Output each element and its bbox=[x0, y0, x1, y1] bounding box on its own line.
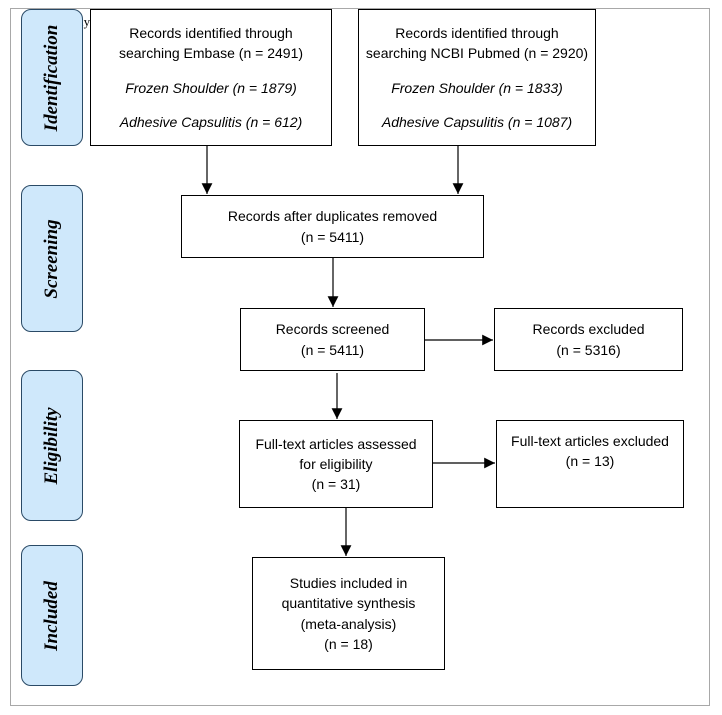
excluded-count: (n = 5316) bbox=[556, 341, 621, 358]
fulltext-line1: Full-text articles assessed bbox=[255, 435, 417, 452]
fulltext-excluded-line1: Full-text articles excluded bbox=[511, 433, 669, 449]
fulltext-excluded-count: (n = 13) bbox=[565, 453, 615, 470]
embase-adhesive-capsulitis: Adhesive Capsulitis (n = 612) bbox=[119, 113, 303, 130]
box-duplicates-removed: Records after duplicates removed (n = 54… bbox=[181, 195, 484, 258]
duplicates-count: (n = 5411) bbox=[300, 228, 365, 245]
box-embase-records: Records identified through searching Emb… bbox=[90, 9, 332, 146]
box-fulltext-excluded: Full-text articles excluded (n = 13) bbox=[496, 420, 684, 508]
screened-line1: Records screened bbox=[275, 321, 390, 338]
pubmed-frozen-shoulder: Frozen Shoulder (n = 1833) bbox=[391, 79, 563, 96]
box-records-screened: Records screened (n = 5411) bbox=[240, 308, 425, 371]
pubmed-adhesive-capsulitis: Adhesive Capsulitis (n = 1087) bbox=[381, 113, 573, 130]
box-fulltext-assessed: Full-text articles assessed for eligibil… bbox=[239, 420, 433, 508]
box-pubmed-records: Records identified through searching NCB… bbox=[358, 9, 596, 146]
embase-line2: searching Embase (n = 2491) bbox=[118, 45, 304, 62]
included-line2: quantitative synthesis bbox=[281, 595, 416, 612]
excluded-line1: Records excluded bbox=[532, 321, 645, 338]
diagram-frame bbox=[10, 8, 710, 706]
stage-identification: Identification bbox=[21, 9, 83, 146]
embase-frozen-shoulder: Frozen Shoulder (n = 1879) bbox=[125, 79, 297, 96]
pubmed-line2: searching NCBI Pubmed (n = 2920) bbox=[365, 45, 589, 62]
included-line3: (meta-analysis) bbox=[300, 615, 397, 632]
duplicates-line1: Records after duplicates removed bbox=[227, 208, 438, 225]
included-line1: Studies included in bbox=[289, 574, 408, 591]
embase-line1: Records identified through bbox=[129, 24, 293, 41]
box-records-excluded: Records excluded (n = 5316) bbox=[494, 308, 683, 371]
stage-included: Included bbox=[21, 545, 83, 686]
box-studies-included: Studies included in quantitative synthes… bbox=[252, 557, 445, 670]
pubmed-line1: Records identified through bbox=[395, 24, 559, 41]
stray-text: ly bbox=[80, 14, 91, 29]
included-count: (n = 18) bbox=[324, 635, 373, 652]
screened-count: (n = 5411) bbox=[300, 341, 365, 358]
stage-screening: Screening bbox=[21, 185, 83, 332]
fulltext-count: (n = 31) bbox=[311, 476, 361, 493]
fulltext-line2: for eligibility bbox=[299, 455, 373, 472]
stage-eligibility: Eligibility bbox=[21, 370, 83, 521]
